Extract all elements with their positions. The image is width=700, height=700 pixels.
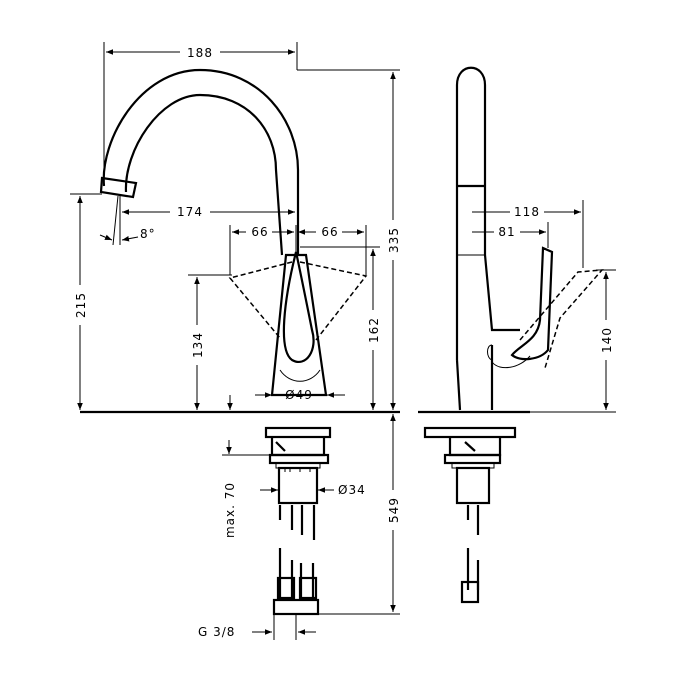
lever-right-position	[299, 261, 368, 341]
mounting-plate	[264, 426, 332, 439]
side-view: 118 81 140	[418, 66, 616, 604]
side-lever	[510, 246, 554, 361]
dim-spout-height: 215	[74, 292, 88, 318]
shank	[277, 466, 319, 505]
dim-lever-height-low: 134	[191, 332, 205, 358]
dim-hose-length: 549	[387, 497, 401, 523]
dim-total-height: 335	[387, 227, 401, 253]
side-body	[455, 66, 520, 411]
spout-nozzle	[99, 176, 138, 199]
dim-spout-to-center: 174	[177, 205, 203, 219]
dim-shank-diameter: Ø34	[338, 483, 366, 497]
dim-lever-height-high: 162	[367, 317, 381, 343]
lever	[282, 251, 315, 363]
below-deck-front: max. 70 Ø34 549 G 3/8	[198, 414, 401, 640]
dim-thread: G 3/8	[198, 625, 235, 639]
lever-left-position	[228, 261, 293, 339]
dim-handle-reach: 81	[498, 225, 515, 239]
body	[270, 253, 328, 397]
body-detail	[279, 369, 321, 382]
front-view: 188 174 8° 66 66 335 162 215	[70, 42, 401, 414]
dim-lever-swing-left: 66	[251, 225, 268, 239]
dim-lever-swing-right: 66	[321, 225, 338, 239]
dim-spout-reach: 188	[187, 46, 213, 60]
spout	[102, 68, 300, 256]
dim-lever-height: 140	[600, 327, 614, 353]
dim-lever-reach: 118	[514, 205, 540, 219]
dim-max-deck-thickness: max. 70	[223, 482, 237, 538]
dim-base-diameter: Ø49	[285, 388, 313, 402]
hose-connectors	[272, 598, 320, 616]
dim-spout-angle: 8°	[140, 227, 156, 241]
